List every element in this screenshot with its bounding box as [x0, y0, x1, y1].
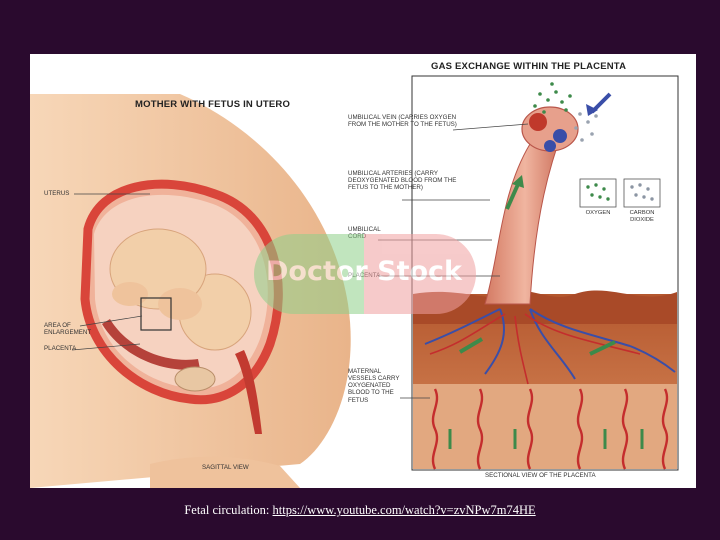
- placenta-shape-left: [102, 319, 200, 370]
- oxygen-particles: [533, 82, 572, 114]
- label-sagittal-view: SAGITTAL VIEW: [202, 464, 249, 471]
- label-area-of-enlargement: AREA OF ENLARGEMENT: [44, 322, 92, 337]
- label-umbilical-arteries: UMBILICAL ARTERIES (CARRY DEOXYGENATED B…: [348, 170, 457, 192]
- umbilical-cord: [484, 106, 579, 305]
- caption-link[interactable]: https://www.youtube.com/watch?v=zvNPw7m7…: [272, 503, 536, 517]
- legend-oxygen: OXYGEN: [585, 210, 611, 216]
- co2-particles: [574, 112, 598, 142]
- label-umbilical-vein: UMBILICAL VEIN (CARRIES OXYGEN FROM THE …: [348, 114, 457, 129]
- flow-arrows: [448, 92, 644, 449]
- caption-text: Fetal circulation:: [184, 503, 273, 517]
- legend-carbon-dioxide: CARBON DIOXIDE: [629, 210, 655, 223]
- label-uterus: UTERUS: [44, 190, 70, 197]
- label-placenta-right: PLACENTA: [348, 272, 381, 279]
- label-placenta-left: PLACENTA: [44, 345, 77, 352]
- diagram-figure: MOTHER WITH FETUS IN UTERO UTERUS AREA O…: [30, 54, 696, 488]
- label-sectional-view: SECTIONAL VIEW OF THE PLACENTA: [485, 472, 596, 479]
- left-panel-title: MOTHER WITH FETUS IN UTERO: [135, 99, 291, 110]
- leader-lines-left: [71, 193, 150, 351]
- caption: Fetal circulation: https://www.youtube.c…: [0, 503, 720, 518]
- enlargement-box: [140, 297, 172, 331]
- bladder-shape: [174, 366, 216, 392]
- villi-arteries: [429, 313, 641, 385]
- maternal-vessels: [431, 388, 669, 470]
- fetus-shape: [109, 228, 252, 351]
- label-maternal-vessels: MATERNAL VESSELS CARRY OXYGENATED BLOOD …: [348, 368, 400, 404]
- placenta-tissue: [413, 290, 677, 469]
- label-umbilical-cord: UMBILICAL CORD: [348, 226, 381, 241]
- right-panel-title: GAS EXCHANGE WITHIN THE PLACENTA: [431, 61, 627, 72]
- diagram-artwork: [30, 75, 679, 488]
- legend-boxes: [579, 178, 661, 208]
